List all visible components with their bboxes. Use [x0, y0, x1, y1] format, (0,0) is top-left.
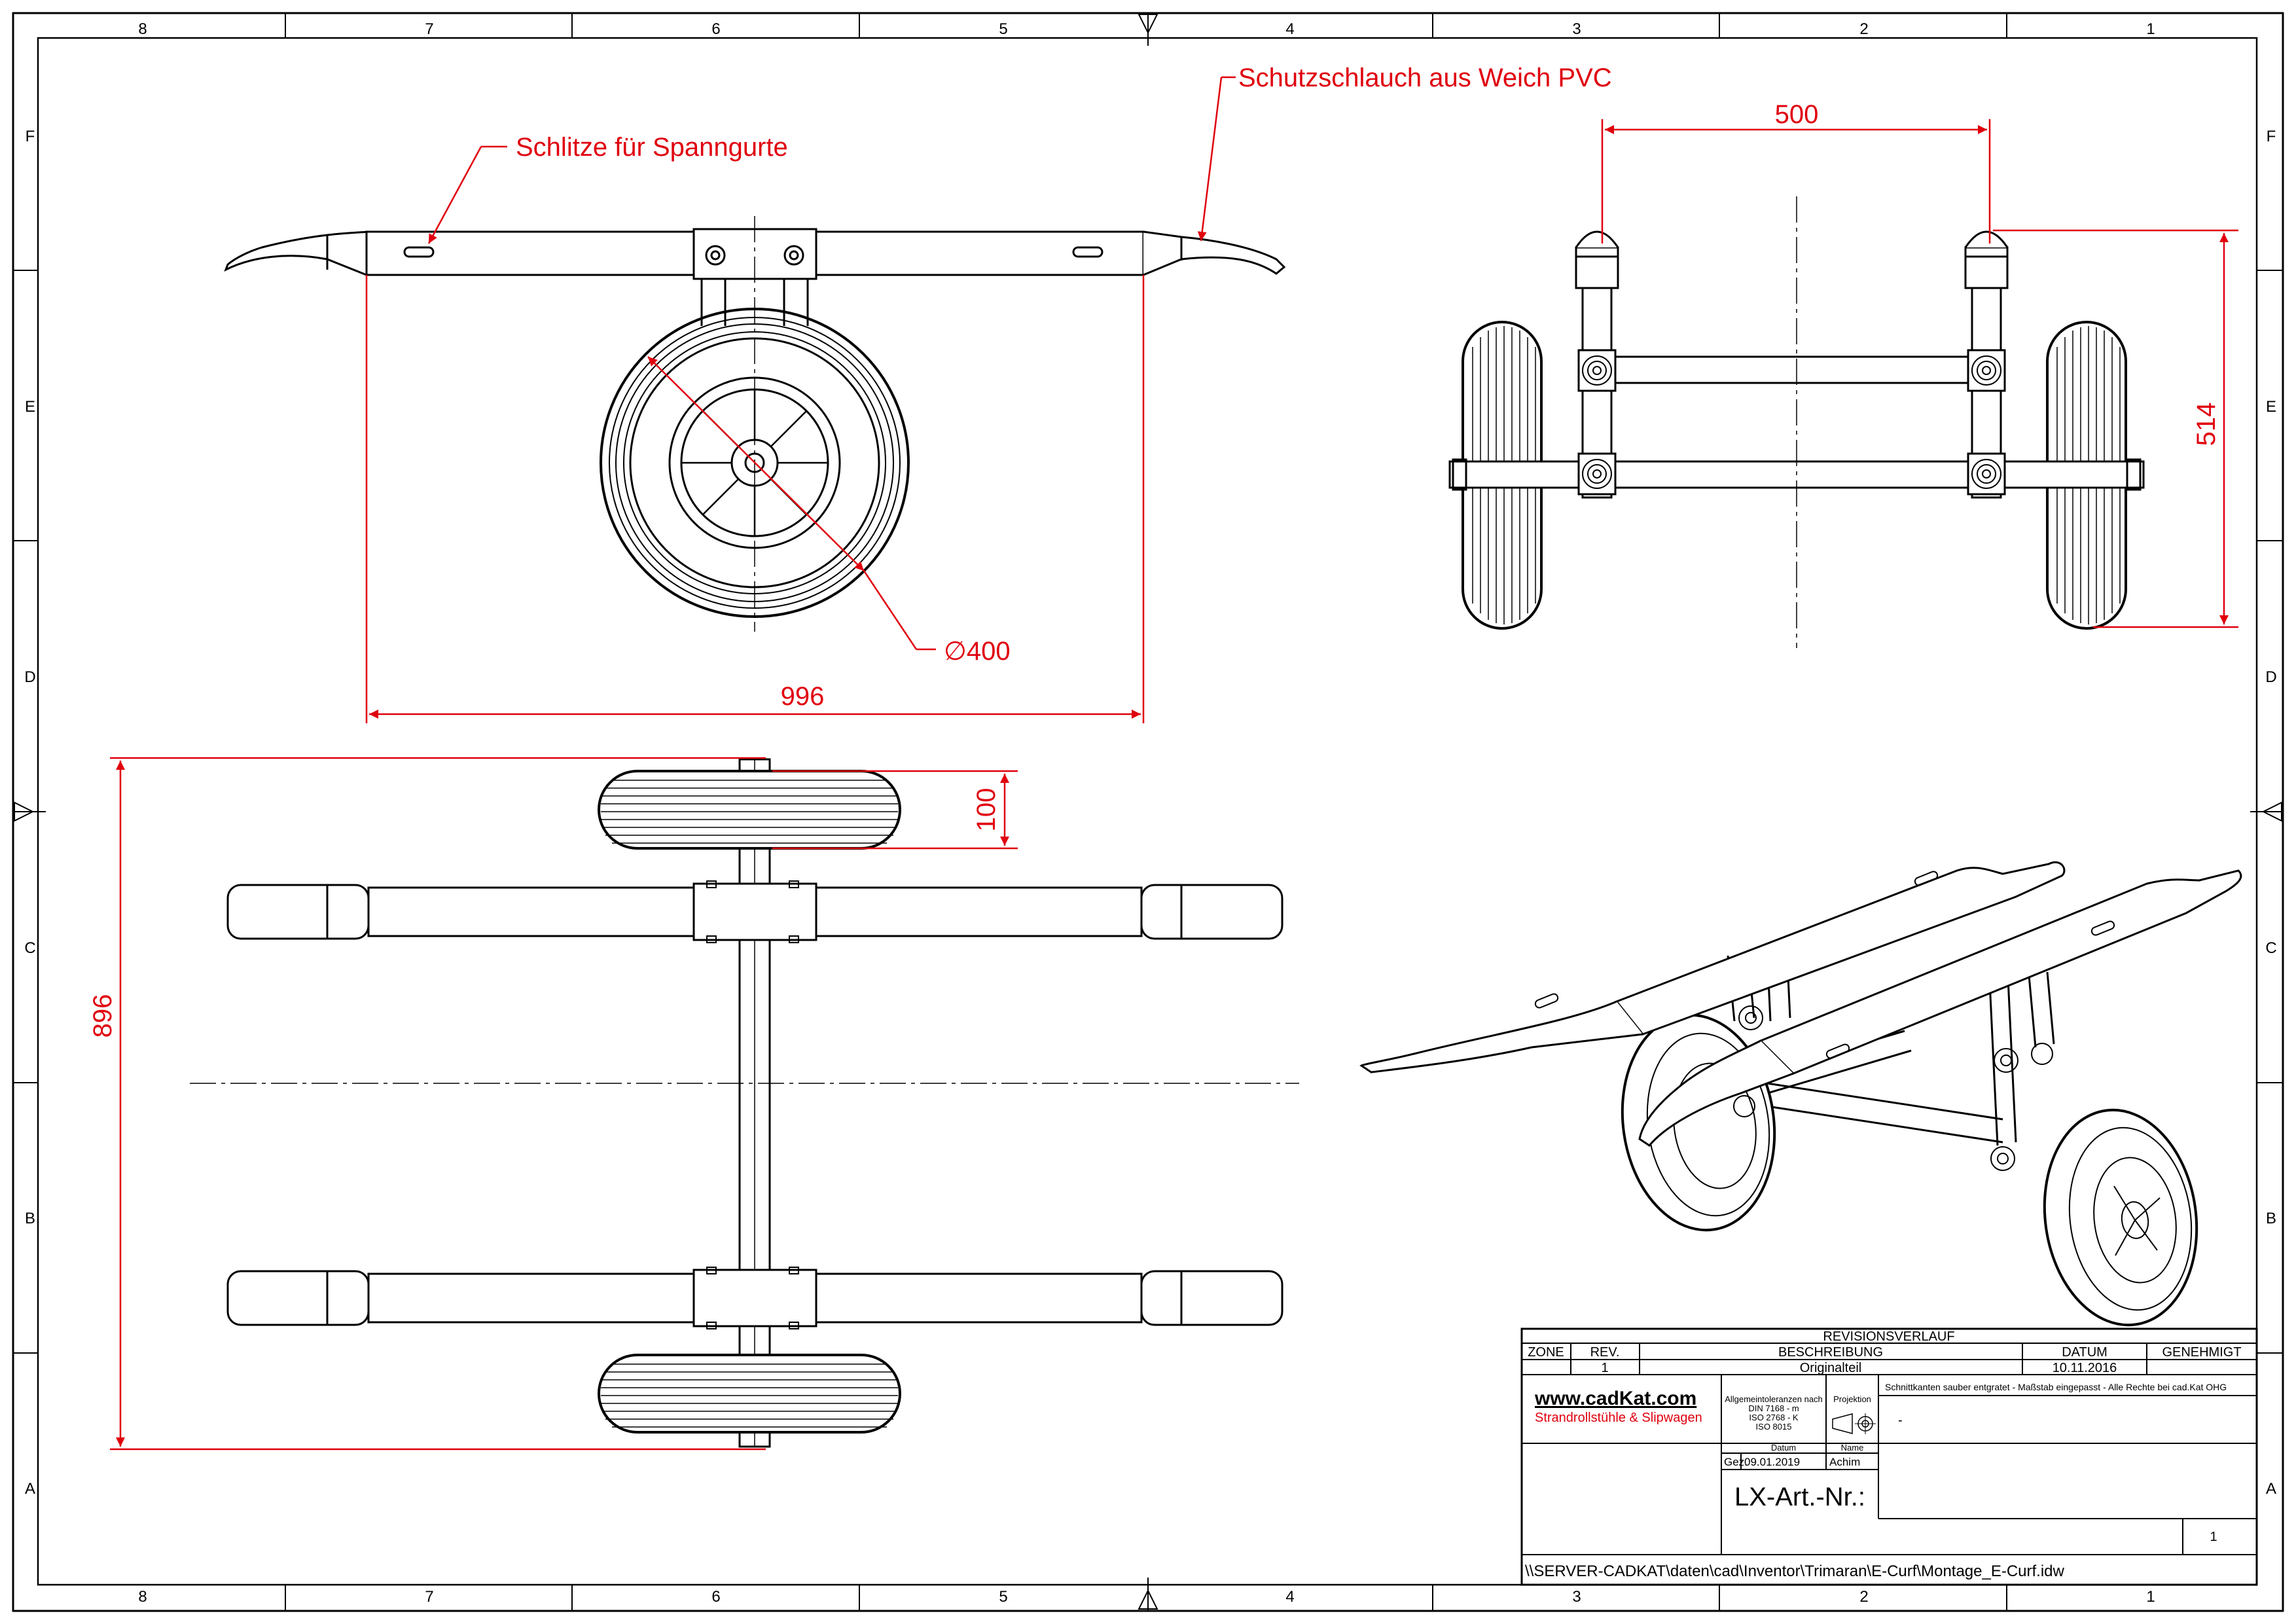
tb-tolerance-3: ISO 2768 - K	[1749, 1413, 1798, 1422]
zone-col-bottom-3: 6	[711, 1588, 720, 1606]
title-block	[1520, 1327, 2258, 1586]
zone-row-right-C: C	[2265, 939, 2276, 957]
zone-row-left-F: F	[26, 128, 35, 145]
tb-article-label: LX-Art.-Nr.:	[1734, 1483, 1865, 1511]
zone-col-bottom-5: 4	[1285, 1588, 1294, 1606]
tb-header-description: BESCHREIBUNG	[1778, 1345, 1883, 1360]
zone-col-bottom-1: 8	[138, 1588, 147, 1606]
tb-gez-label: Gez.	[1724, 1456, 1748, 1468]
top-view	[190, 758, 1299, 1448]
front-view	[224, 216, 1286, 632]
tb-rev-date: 10.11.2016	[2053, 1361, 2117, 1375]
frame-ticks	[13, 13, 2283, 1611]
zone-row-right-D: D	[2265, 668, 2276, 686]
tb-company: www.cadKat.com	[1534, 1388, 1696, 1409]
zone-col-top-7: 2	[1859, 20, 1868, 38]
tb-datum-label: Datum	[1771, 1443, 1796, 1453]
side-view-dimensions	[1601, 119, 2238, 628]
annotation-hose: Schutzschlauch aus Weich PVC	[1238, 63, 1612, 92]
zone-row-left-B: B	[25, 1210, 35, 1227]
tb-company-sub: Strandrollstühle & Slipwagen	[1535, 1411, 1702, 1425]
dim-frame-width: 996	[781, 682, 825, 711]
zone-col-bottom-4: 5	[999, 1588, 1007, 1606]
zone-row-left-C: C	[24, 939, 35, 957]
zone-col-bottom-7: 2	[1859, 1588, 1868, 1606]
tb-rev-description: Originalteil	[1800, 1361, 1861, 1375]
zone-row-right-B: B	[2266, 1210, 2276, 1227]
tb-tolerance-1: Allgemeintoleranzen nach	[1725, 1394, 1823, 1404]
zone-row-left-A: A	[25, 1480, 35, 1498]
tb-name-label: Name	[1841, 1443, 1864, 1453]
zone-row-right-A: A	[2266, 1480, 2276, 1498]
zone-col-top-3: 6	[711, 20, 720, 38]
zone-col-top-5: 4	[1285, 20, 1294, 38]
zone-col-bottom-6: 3	[1572, 1588, 1581, 1606]
zone-col-top-8: 1	[2146, 20, 2155, 38]
tb-header-approved: GENEHMIGT	[2162, 1345, 2241, 1360]
top-view-dimensions	[110, 757, 1018, 1451]
side-view	[1448, 196, 2145, 648]
dim-total-length: 896	[88, 994, 117, 1038]
tb-tolerance-4: ISO 8015	[1756, 1422, 1792, 1432]
zone-col-top-1: 8	[138, 20, 147, 38]
annotation-slots: Schlitze für Spanngurte	[516, 133, 788, 162]
zone-row-left-D: D	[24, 668, 35, 686]
tb-header-zone: ZONE	[1528, 1345, 1564, 1360]
tb-tolerance-2: DIN 7168 - m	[1748, 1403, 1799, 1413]
tb-sheet-number: 1	[2210, 1530, 2217, 1544]
tb-note: Schnittkanten sauber entgratet - Maßstab…	[1885, 1382, 2227, 1392]
zone-col-bottom-8: 1	[2146, 1588, 2155, 1606]
dim-wheel-spacing: 500	[1775, 100, 1819, 129]
tb-file-path: \\SERVER-CADKAT\daten\cad\Inventor\Trima…	[1525, 1562, 2065, 1580]
dim-side-height: 514	[2192, 403, 2221, 446]
zone-row-left-E: E	[25, 398, 35, 416]
tb-gez-date: 09.01.2019	[1744, 1456, 1800, 1468]
tb-rev-number: 1	[1601, 1361, 1608, 1375]
zone-col-bottom-2: 7	[425, 1588, 433, 1606]
tb-projection-label: Projektion	[1833, 1394, 1871, 1404]
dim-tire-width: 100	[972, 788, 1001, 832]
dim-wheel-diameter: ∅400	[944, 637, 1011, 666]
zone-labels: 8 7 6 5 4 3 2 1 8 7 6 5 4 3 2 1 F E D C …	[24, 20, 2276, 1606]
isometric-view	[1359, 861, 2242, 1327]
centering-marks	[13, 13, 2283, 1611]
zone-row-right-F: F	[2267, 128, 2276, 145]
front-view-dimensions	[365, 76, 1236, 723]
zone-col-top-4: 5	[999, 20, 1007, 38]
zone-col-top-6: 3	[1572, 20, 1581, 38]
tb-revision-title: REVISIONSVERLAUF	[1823, 1329, 1954, 1344]
tb-gez-name: Achim	[1829, 1456, 1860, 1468]
tb-note-value: -	[1898, 1413, 1903, 1428]
zone-row-right-E: E	[2266, 398, 2276, 416]
zone-col-top-2: 7	[425, 20, 433, 38]
tb-header-rev: REV.	[1590, 1345, 1620, 1360]
tb-header-date: DATUM	[2062, 1345, 2108, 1360]
